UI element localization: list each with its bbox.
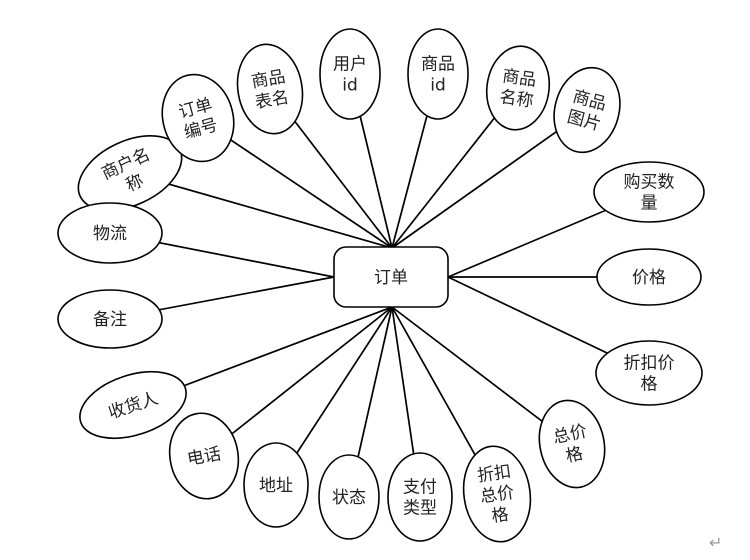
attribute-label: 名称 — [498, 87, 534, 112]
paragraph-mark: ↵ — [709, 533, 723, 552]
attribute-label: 商品 — [421, 55, 455, 75]
attribute-total-price: 总价格 — [538, 399, 606, 489]
attribute-ellipse — [319, 28, 381, 120]
attribute-ellipse — [57, 202, 163, 264]
attribute-label: 折扣价 — [624, 354, 675, 374]
attribute-label: 商品 — [501, 66, 537, 91]
attribute-label: 价格 — [632, 268, 666, 288]
attribute-ellipse — [593, 161, 705, 223]
attribute-ellipse — [168, 412, 240, 500]
attribute-ellipse — [595, 340, 703, 406]
attribute-label: 地址 — [259, 476, 293, 496]
attribute-label: id — [430, 76, 446, 96]
attribute-address: 地址 — [243, 442, 309, 528]
attribute-label: 格 — [564, 444, 585, 467]
attribute-label: 格 — [641, 375, 658, 395]
attribute-ellipse — [538, 399, 606, 489]
attribute-ellipse — [243, 442, 309, 528]
attribute-ellipse — [462, 445, 532, 543]
attribute-ellipse — [57, 289, 163, 349]
attribute-label: 物流 — [93, 224, 127, 244]
attribute-label: 格 — [490, 505, 510, 527]
attribute-label: 折扣 — [476, 462, 512, 487]
attribute-label: 用户 — [333, 55, 367, 75]
connector-product-image — [391, 109, 588, 249]
attribute-ellipse — [553, 66, 621, 154]
entity-box — [333, 246, 449, 308]
attribute-ellipse — [161, 73, 235, 163]
attribute-ellipse — [236, 43, 304, 135]
connector-merchant-name — [129, 172, 393, 249]
attribute-label: 状态 — [332, 488, 366, 508]
attribute-status: 状态 — [318, 454, 380, 540]
attribute-label: 总价 — [479, 483, 515, 508]
attribute-logistics: 物流 — [57, 202, 163, 264]
attribute-ellipse — [485, 45, 551, 131]
attribute-label: 备注 — [93, 310, 127, 330]
attribute-consignee: 收货人 — [79, 370, 187, 440]
attribute-label: 称 — [123, 171, 147, 196]
attribute-label: 支付 — [403, 478, 437, 498]
attribute-ellipse — [387, 452, 453, 542]
connector-phone — [203, 306, 393, 457]
attribute-remarks: 备注 — [57, 289, 163, 349]
attribute-label: 购买数 — [624, 173, 675, 193]
attribute-ellipse — [407, 28, 469, 120]
attribute-label: id — [342, 76, 358, 96]
attribute-label: 类型 — [403, 499, 437, 519]
entity-label: 订单 — [374, 268, 408, 288]
attribute-price: 价格 — [596, 248, 702, 306]
attribute-ellipse — [596, 248, 702, 306]
attribute-ellipse — [318, 454, 380, 540]
attribute-label: 量 — [641, 194, 658, 214]
attribute-phone: 电话 — [168, 412, 240, 500]
entity-order: 订单 — [333, 246, 449, 308]
attribute-ellipse — [79, 370, 187, 440]
